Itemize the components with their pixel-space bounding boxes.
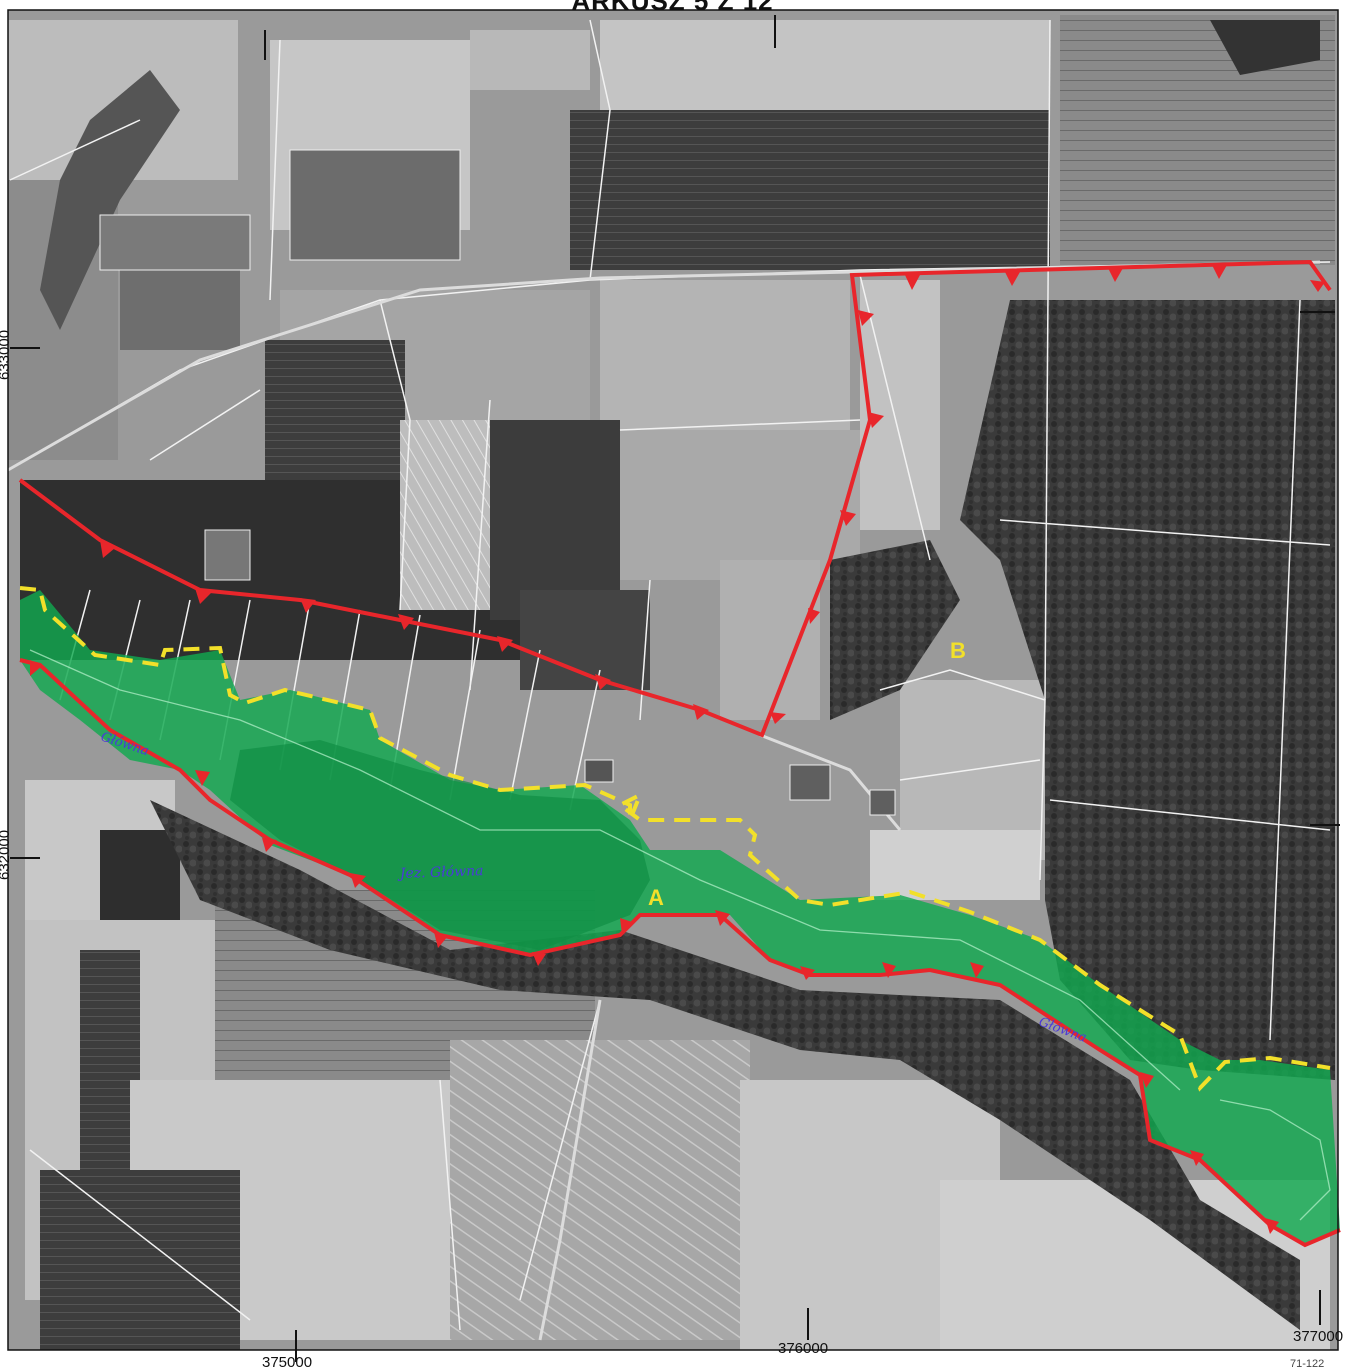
lake-inner-lines bbox=[29, 649, 1331, 1221]
lake-area bbox=[230, 740, 650, 950]
grid-label-y-632000: 632000 bbox=[0, 829, 13, 880]
grid-label-x-375000: 375000 bbox=[262, 1354, 313, 1371]
grid-ticks bbox=[10, 15, 1340, 1362]
forest-areas bbox=[40, 20, 1335, 1330]
farm-buildings bbox=[99, 149, 896, 816]
boundary-ticks bbox=[30, 265, 1325, 1234]
flood-limit-line bbox=[19, 586, 1331, 1092]
lake-label: Jez. Główna bbox=[397, 863, 484, 882]
area-label-b: B bbox=[950, 638, 966, 663]
area-label-a: A bbox=[648, 885, 664, 910]
grid-label-x-376000: 376000 bbox=[778, 1340, 829, 1357]
grid-label-x-377000: 377000 bbox=[1293, 1328, 1344, 1345]
map-border bbox=[7, 9, 1339, 1351]
boundary-line-south bbox=[19, 658, 1341, 1248]
corner-fragment-label: 71-122 bbox=[1290, 1358, 1325, 1370]
grid-label-y-633000: 633000 bbox=[0, 329, 13, 380]
